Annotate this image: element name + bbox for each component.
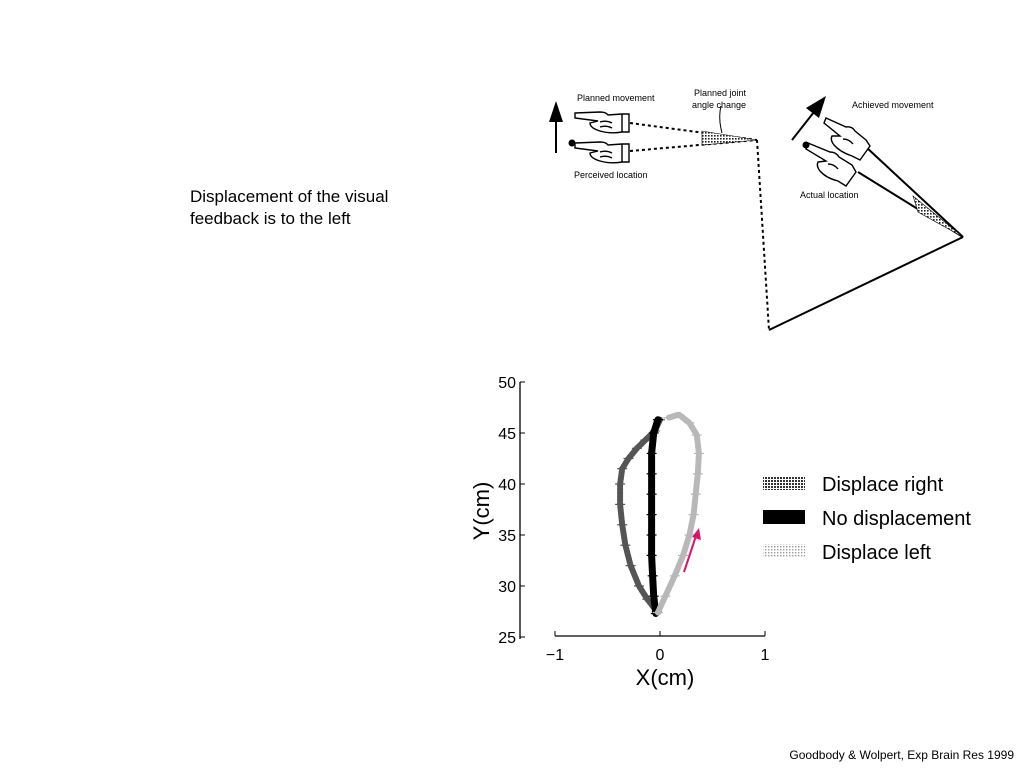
actual-hand-icon <box>805 142 857 187</box>
citation: Goodbody & Wolpert, Exp Brain Res 1999 <box>789 748 1014 762</box>
series-line-2 <box>654 411 702 616</box>
label-planned-joint-1: Planned joint <box>694 88 747 98</box>
series-line-0 <box>617 416 663 615</box>
x-axis-label: X(cm) <box>636 665 695 690</box>
diagonal-arrow-icon <box>791 96 826 141</box>
y-axis-label: Y(cm) <box>469 482 494 541</box>
x-tick-label: 1 <box>761 647 770 664</box>
perceived-hand-icon <box>574 141 630 164</box>
legend-swatch <box>763 510 805 524</box>
y-tick-label: 25 <box>498 630 516 647</box>
pink-arrow-icon <box>683 528 701 573</box>
y-tick-label: 40 <box>498 477 516 494</box>
planned-joint-leader <box>719 105 723 134</box>
y-tick-label: 35 <box>498 528 516 545</box>
label-planned-joint-2: angle change <box>692 100 746 110</box>
planned-angle-wedge <box>701 130 758 146</box>
actual-angle-wedge <box>912 195 964 238</box>
label-planned-movement: Planned movement <box>577 93 655 103</box>
perceived-dot-icon <box>568 139 576 147</box>
caption: Displacement of the visual feedback is t… <box>190 187 389 228</box>
planned-arm-dashed <box>629 122 770 331</box>
label-achieved-movement: Achieved movement <box>852 100 934 110</box>
y-tick-label: 50 <box>498 375 516 392</box>
legend-swatch <box>763 544 805 558</box>
legend-label: No displacement <box>822 508 971 530</box>
legend-label: Displace left <box>822 542 931 564</box>
label-actual-location: Actual location <box>800 190 859 200</box>
x-tick-label: 0 <box>656 647 665 664</box>
series-line-1 <box>648 416 662 617</box>
actual-dot-icon <box>802 141 810 149</box>
legend-swatch <box>763 476 805 490</box>
legend-label: Displace right <box>822 474 944 496</box>
y-tick-label: 45 <box>498 426 516 443</box>
y-tick-label: 30 <box>498 579 516 596</box>
label-perceived-location: Perceived location <box>574 170 648 180</box>
up-arrow-icon <box>549 101 563 153</box>
x-tick-label: −1 <box>546 647 564 664</box>
planned-hand-icon <box>574 111 630 134</box>
chart-axes: 25 30 35 40 45 50 −1 0 1X(cm) Y(cm) <box>469 375 770 690</box>
chart-series-group <box>615 411 704 617</box>
achieved-hand-icon <box>823 117 871 161</box>
